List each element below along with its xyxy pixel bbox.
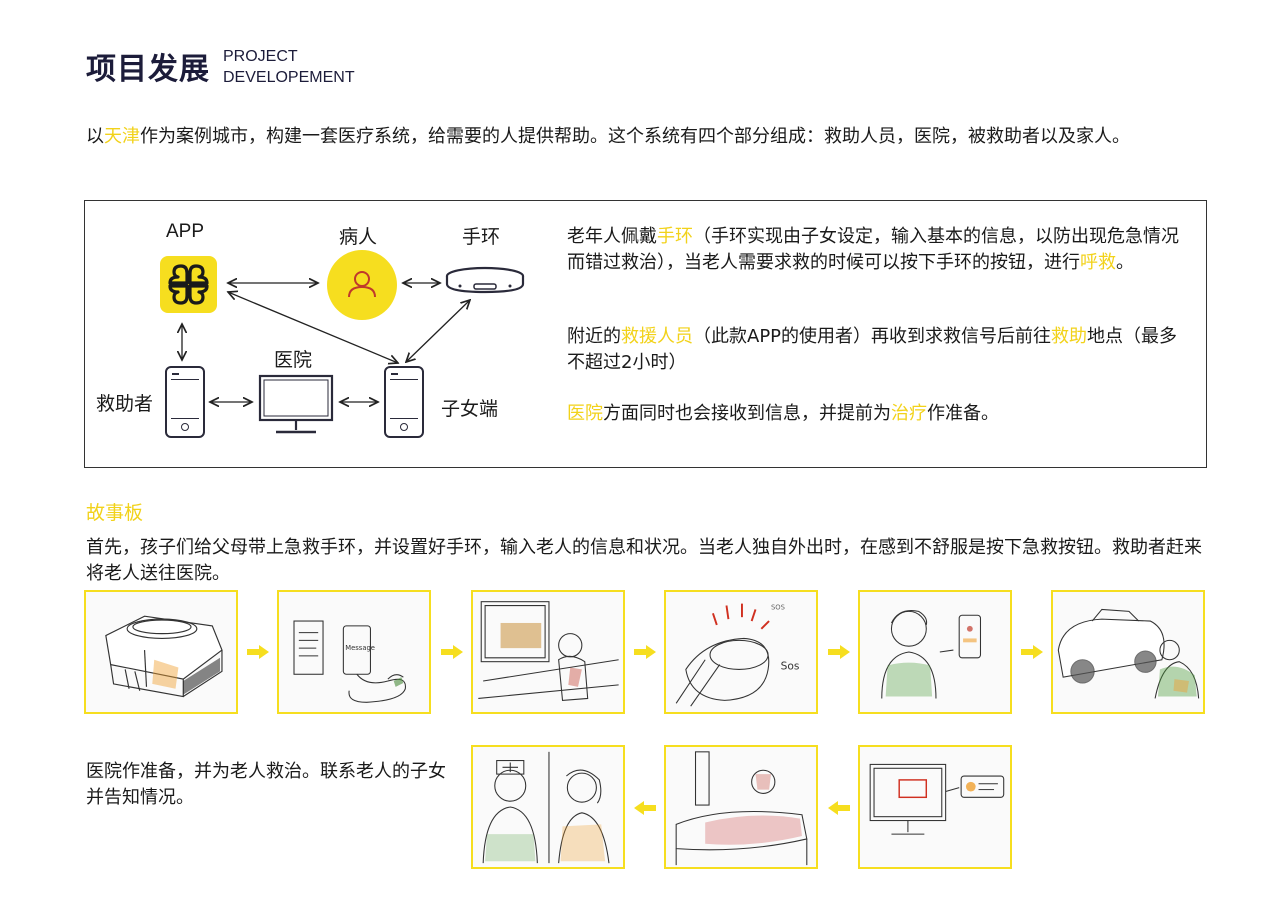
patient-person-icon — [327, 250, 397, 320]
flow-arrow-right-5 — [1021, 645, 1043, 659]
intro-paragraph: 以天津作为案例城市，构建一套医疗系统，给需要的人提供帮助。这个系统有四个部分组成… — [86, 124, 1216, 150]
patient-in-bed-sketch — [675, 751, 808, 866]
bracelet-label: 手环 — [462, 226, 501, 248]
desc-text: 附近的 — [567, 326, 621, 347]
desc-highlight-hospital: 医院 — [567, 403, 603, 424]
app-label: APP — [166, 221, 205, 242]
page-subtitle: PROJECT DEVELOPEMENT — [223, 46, 355, 88]
intro-text-before: 以 — [86, 126, 104, 147]
desc-highlight-call: 呼救 — [1080, 252, 1116, 273]
ambulance-arrives-sketch — [1057, 608, 1200, 699]
intro-highlight-city: 天津 — [104, 126, 140, 147]
elder-outdoor-sketch — [478, 601, 619, 701]
patient-label: 病人 — [339, 226, 378, 248]
desc-highlight-bracelet: 手环 — [657, 226, 693, 247]
hospital-screen-sketch — [869, 763, 1005, 835]
storyboard-frame-7 — [858, 745, 1012, 869]
bracelet-box-sketch — [105, 615, 223, 698]
children-phone-icon — [384, 366, 424, 438]
storyboard-frame-4: SOS Sos — [664, 590, 818, 714]
flow-arrow-right-4 — [828, 645, 850, 659]
system-diagram-box — [84, 200, 1207, 468]
flow-arrow-right-1 — [247, 645, 269, 659]
sketch-sos-small: SOS — [771, 603, 785, 611]
sketch-message-text: Message — [345, 644, 375, 652]
desc-text: 方面同时也会接收到信息，并提前为 — [603, 403, 891, 424]
sketch-sos-large: Sos — [781, 659, 800, 672]
rescuer-label: 救助者 — [96, 393, 154, 415]
desc-text: 老年人佩戴 — [567, 226, 657, 247]
storyboard-frame-1 — [84, 590, 238, 714]
desc-text: 。 — [1116, 252, 1134, 273]
page-title: 项目发展 — [86, 52, 210, 87]
storyboard-frame-9 — [471, 745, 625, 869]
desc-highlight-rescuers: 救援人员 — [621, 326, 693, 347]
desc-text: 地点（最多不超过2小时） — [567, 326, 1178, 373]
app-logo-icon — [160, 256, 217, 313]
desc-text: 作准备。 — [927, 403, 999, 424]
storyboard-title: 故事板 — [86, 502, 144, 524]
flow-arrow-right-2 — [441, 645, 463, 659]
phone-setup-sketch: Message — [293, 620, 406, 703]
flow-arrow-left-1 — [634, 801, 656, 815]
hospital-label: 医院 — [274, 349, 313, 371]
description-paragraph-1: 老年人佩戴手环（手环实现由子女设定，输入基本的信息，以防出现危急情况而错过救治）… — [567, 224, 1192, 276]
flow-arrow-left-2 — [828, 801, 850, 815]
hospital-monitor-icon — [258, 374, 334, 436]
desc-text: （此款APP的使用者）再收到求救信号后前往 — [693, 326, 1052, 347]
children-label: 子女端 — [441, 398, 499, 420]
flow-arrow-right-3 — [634, 645, 656, 659]
storyboard-frame-8 — [664, 745, 818, 869]
storyboard-frame-6 — [1051, 590, 1205, 714]
storyboard-frame-2: Message — [277, 590, 431, 714]
doctor-calls-family-sketch — [482, 751, 610, 864]
sos-press-sketch: SOS Sos — [675, 603, 800, 707]
storyboard-frame-3 — [471, 590, 625, 714]
description-paragraph-3: 医院方面同时也会接收到信息，并提前为治疗作准备。 — [567, 401, 1192, 427]
subtitle-line-1: PROJECT — [223, 48, 298, 65]
rescuer-receives-sketch — [881, 610, 982, 699]
description-paragraph-2: 附近的救援人员（此款APP的使用者）再收到求救信号后前往救助地点（最多不超过2小… — [567, 324, 1192, 376]
intro-text-after: 作为案例城市，构建一套医疗系统，给需要的人提供帮助。这个系统有四个部分组成：救助… — [140, 126, 1130, 147]
bracelet-icon — [444, 264, 526, 298]
subtitle-line-2: DEVELOPEMENT — [223, 69, 355, 86]
desc-text: （手环实现由子女设定，输入基本的信息，以防出现危急情况而错过救治），当老人需要求… — [567, 226, 1179, 273]
rescuer-phone-icon — [165, 366, 205, 438]
storyboard-text-1: 首先，孩子们给父母带上急救手环，并设置好手环，输入老人的信息和状况。当老人独自外… — [86, 537, 1202, 584]
desc-highlight-rescue: 救助 — [1051, 326, 1088, 347]
desc-highlight-treatment: 治疗 — [891, 403, 927, 424]
storyboard-frame-5 — [858, 590, 1012, 714]
storyboard-text-2: 医院作准备，并为老人救治。联系老人的子女并告知情况。 — [86, 761, 446, 808]
